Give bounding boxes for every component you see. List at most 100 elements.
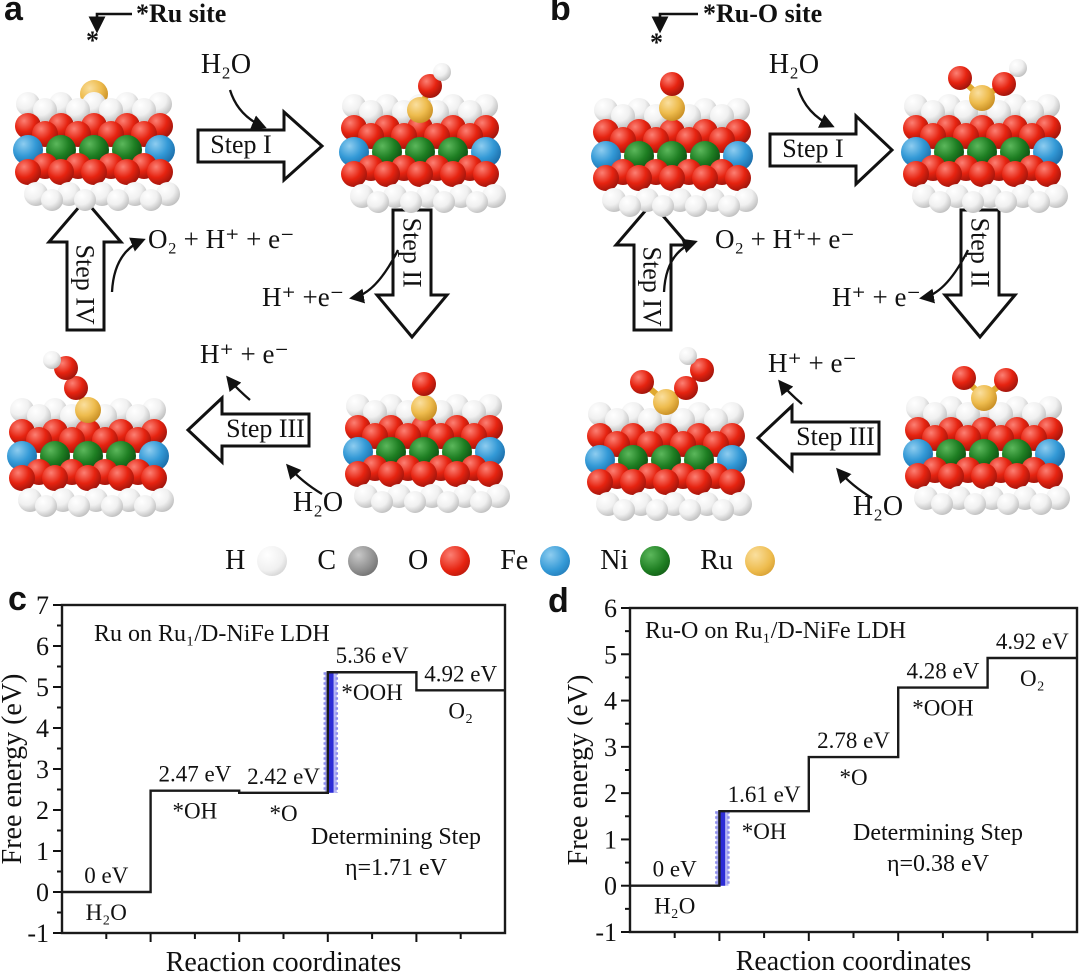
step-energy-label: 1.61 eV (728, 782, 801, 807)
panel-a-letter: a (4, 0, 23, 28)
legend-item-Ni: Ni (600, 545, 671, 577)
y-tick-label: 6 (604, 594, 617, 623)
slab-structure-bare (13, 80, 180, 211)
panel-a-step1-label: Step I (210, 130, 272, 159)
panel-a-h-e-mid: H⁺ + e⁻ (200, 339, 289, 369)
legend-symbol: H (225, 545, 246, 576)
step-block-arrow (185, 394, 311, 466)
step-species-label: H₂O (86, 900, 127, 925)
slab-structure-O (343, 372, 510, 513)
y-tick-label: 4 (604, 687, 617, 716)
step-energy-label: 0 eV (653, 857, 697, 882)
step-energy-label: 2.42 eV (247, 764, 320, 789)
legend-symbol: Ni (600, 545, 629, 576)
panel-c-letter: c (8, 580, 27, 618)
step-energy-label: 4.92 eV (996, 629, 1069, 654)
panel-b-site-marker: * (650, 28, 663, 57)
panel-b-step4-label: Step IV (637, 246, 667, 327)
panel-b-o2-release: O₂ + H⁺+ e⁻ (715, 224, 855, 254)
y-tick-label: 2 (36, 796, 49, 825)
plot-frame (628, 606, 1079, 934)
step-species-label: *OH (173, 799, 218, 824)
step-energy-label: 4.92 eV (424, 661, 497, 686)
x-axis-label: Reaction coordinates (736, 946, 972, 977)
y-tick-label: -1 (27, 919, 49, 948)
step-species-label: *O (839, 765, 867, 790)
panel-a-cycle: a *Ru site * H₂O Step I Step II H⁺ +e⁻ O… (0, 0, 540, 540)
panel-a-h2o-in-bottom: H₂O (292, 487, 344, 518)
step-species-label: *OOH (912, 696, 973, 721)
atom-sphere-icon (640, 546, 671, 576)
step-species-label: *OH (742, 819, 787, 844)
y-tick-label: 5 (36, 673, 49, 702)
panel-a-h2o-in-top: H₂O (200, 49, 252, 80)
legend-symbol: Fe (500, 545, 529, 576)
step-species-label: O₂ (448, 698, 473, 723)
step-block-arrow (768, 112, 895, 188)
step-block-arrow (755, 402, 881, 474)
y-tick-label: -1 (595, 918, 617, 947)
legend-item-Fe: Fe (500, 545, 571, 577)
slab-structure-O-OH (901, 59, 1068, 213)
step-block-arrow (373, 208, 451, 340)
legend-symbol: C (317, 545, 336, 576)
panel-b-step2-label: Step II (965, 217, 995, 288)
chart-title: Ru on Ru₁/D-NiFe LDH (94, 621, 330, 647)
legend-item-O: O (408, 545, 471, 577)
step-block-arrow (196, 108, 325, 184)
y-tick-label: 5 (604, 640, 617, 669)
step-block-arrow (941, 208, 1019, 340)
step-energy-label: 0 eV (84, 863, 128, 888)
step-energy-label: 4.28 eV (906, 659, 979, 684)
reaction-flow-arrow (778, 379, 803, 405)
slab-structure-O-O (903, 366, 1070, 515)
panel-a-site-label: *Ru site (136, 0, 227, 28)
reaction-flow-arrow (349, 249, 400, 304)
panel-b-cycle: b *Ru-O site * H₂O Step I Step II H⁺ + e… (540, 0, 1080, 540)
panel-a-o2-release: O₂ + H⁺ + e⁻ (148, 224, 295, 254)
y-tick-label: 4 (36, 714, 49, 743)
free-energy-step-line (630, 656, 1077, 887)
overpotential-annotation: η=0.38 eV (887, 851, 990, 877)
slab-structure-OOH (7, 351, 174, 517)
atom-sphere-icon (257, 546, 288, 576)
step-species-label: *OOH (341, 680, 402, 705)
reaction-flow-arrow (226, 375, 251, 401)
atom-sphere-icon (744, 546, 775, 576)
panel-b-cycle-graphics (585, 12, 1070, 521)
panel-b-site-label: *Ru-O site (703, 0, 823, 28)
step-energy-label: 5.36 eV (336, 643, 409, 668)
legend-item-H: H (225, 545, 288, 577)
panel-b-h-e-mid: H⁺ + e⁻ (768, 348, 857, 378)
site-pointer-arrow (88, 12, 132, 34)
reaction-flow-arrow (836, 467, 873, 499)
panel-b-h2o-in-bottom: H₂O (852, 491, 904, 522)
y-axis-label: Free energy (eV) (0, 674, 28, 865)
step-energy-label: 2.78 eV (817, 728, 890, 753)
reaction-flow-arrow (110, 237, 146, 293)
y-tick-label: 1 (604, 825, 617, 854)
reaction-flow-arrow (286, 463, 323, 495)
step-block-arrow (45, 197, 125, 332)
panel-b-step1-label: Step I (782, 134, 844, 163)
overpotential-annotation: η=1.71 eV (345, 855, 448, 881)
panel-a-h-e-right: H⁺ +e⁻ (262, 282, 344, 312)
legend-symbol: Ru (700, 545, 733, 576)
reaction-flow-arrow (662, 238, 698, 293)
panel-a-step2-label: Step II (397, 217, 427, 288)
atom-sphere-icon (440, 546, 471, 576)
legend-item-C: C (317, 545, 378, 577)
legend-symbol: O (408, 545, 429, 576)
slab-structure-OH (339, 63, 506, 213)
free-energy-step-line (62, 671, 505, 894)
panel-a-step4-label: Step IV (70, 244, 100, 325)
y-tick-label: 7 (36, 591, 49, 620)
panel-b-letter: b (550, 0, 571, 28)
panel-a-cycle-graphics (7, 12, 510, 517)
slab-structure-O-base (591, 72, 758, 217)
step-block-arrow (612, 200, 692, 332)
reaction-flow-arrow (228, 89, 267, 130)
reaction-flow-arrow (919, 249, 970, 304)
